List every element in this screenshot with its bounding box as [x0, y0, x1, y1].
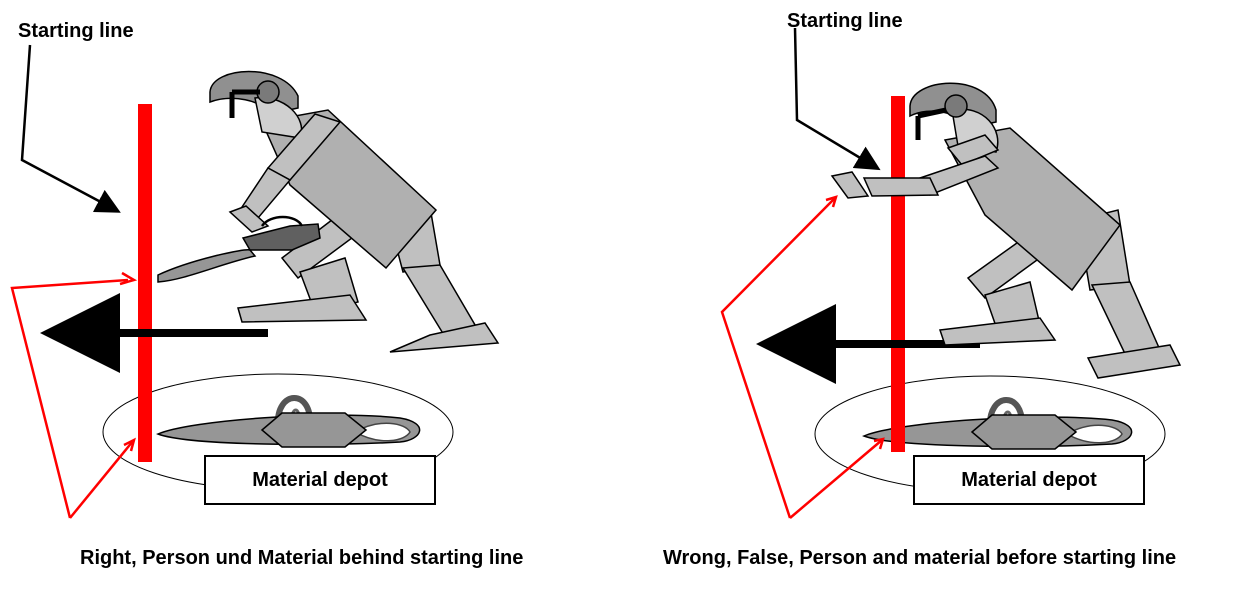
starting-line-bar	[891, 96, 905, 452]
left-panel	[10, 44, 500, 519]
label-leader-arrow	[20, 44, 121, 213]
caption-left: Right, Person und Material behind starti…	[80, 547, 524, 569]
pointer-arrows	[720, 195, 885, 519]
depot-chainsaw-icon	[155, 395, 421, 448]
material-depot-box-right: Material depot	[913, 455, 1145, 505]
material-depot-box-left: Material depot	[204, 455, 436, 505]
material-depot-label: Material depot	[252, 468, 388, 491]
starting-line-label-left: Starting line	[18, 20, 134, 42]
starting-line-bar	[138, 104, 152, 462]
worker-with-chainsaw-icon	[157, 70, 500, 353]
caption-right: Wrong, False, Person and material before…	[663, 547, 1177, 569]
material-depot-label: Material depot	[961, 468, 1097, 491]
label-leader-arrow	[793, 27, 881, 171]
worker-with-chainsaw-icon	[830, 82, 1182, 379]
pointer-arrows	[10, 271, 138, 519]
depot-chainsaw-icon	[861, 397, 1133, 450]
right-panel	[720, 27, 1182, 519]
starting-line-label-right: Starting line	[787, 10, 903, 32]
